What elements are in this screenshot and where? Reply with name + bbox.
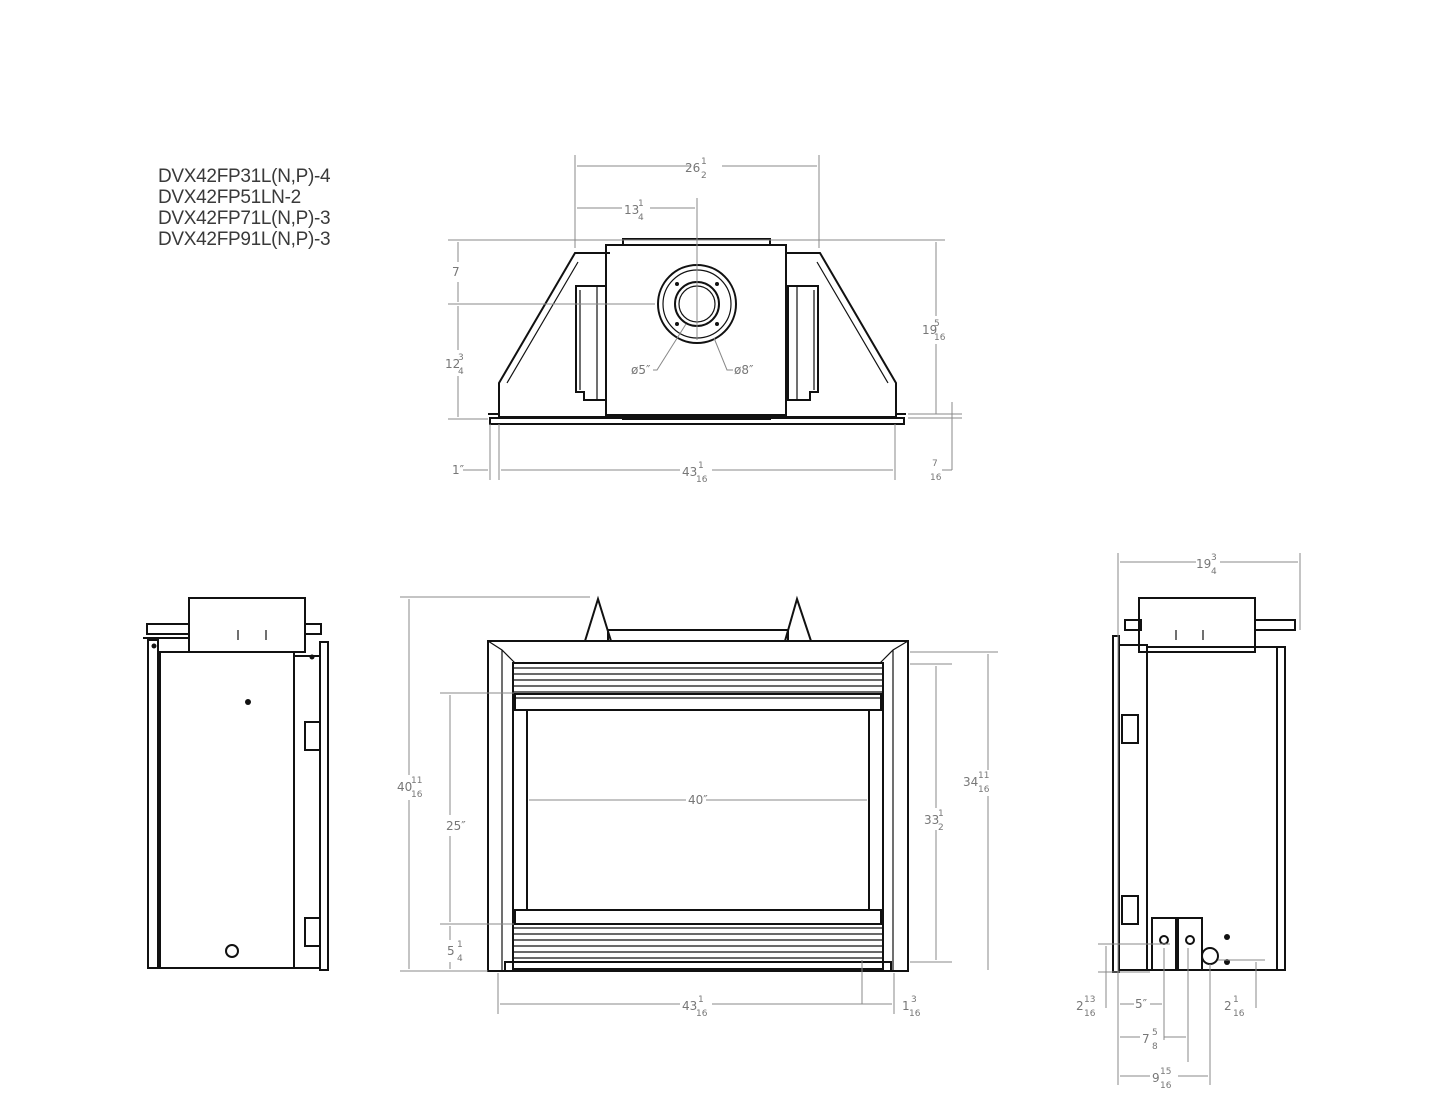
svg-text:1: 1 <box>638 199 644 209</box>
svg-text:1: 1 <box>698 995 704 1005</box>
svg-text:43: 43 <box>682 999 697 1013</box>
svg-text:9: 9 <box>1152 1071 1160 1085</box>
svg-text:26: 26 <box>685 161 700 175</box>
svg-text:1″: 1″ <box>452 463 465 477</box>
svg-text:13: 13 <box>624 203 639 217</box>
model-number: DVX42FP71L(N,P)-3 <box>158 208 331 229</box>
svg-text:ø5″: ø5″ <box>631 363 651 377</box>
svg-text:3: 3 <box>1211 553 1217 563</box>
svg-text:7: 7 <box>452 265 460 279</box>
svg-text:16: 16 <box>1233 1009 1245 1019</box>
svg-text:2: 2 <box>938 823 944 833</box>
svg-text:43: 43 <box>682 465 697 479</box>
svg-text:8: 8 <box>1152 1042 1158 1052</box>
svg-text:40: 40 <box>397 780 412 794</box>
svg-text:5: 5 <box>934 319 940 329</box>
svg-text:1: 1 <box>1233 995 1239 1005</box>
svg-text:33: 33 <box>924 813 939 827</box>
gas-knockout <box>1201 947 1219 965</box>
left-side-view <box>143 597 329 971</box>
model-number: DVX42FP51LN-2 <box>158 187 301 208</box>
svg-text:4: 4 <box>457 954 463 964</box>
svg-text:2: 2 <box>1224 999 1232 1013</box>
svg-text:34: 34 <box>963 775 978 789</box>
svg-text:1: 1 <box>698 461 704 471</box>
svg-text:2: 2 <box>1076 999 1084 1013</box>
svg-text:5: 5 <box>447 944 455 958</box>
svg-text:15: 15 <box>1160 1067 1171 1077</box>
svg-text:16: 16 <box>411 790 423 800</box>
svg-text:11: 11 <box>411 776 422 786</box>
svg-text:16: 16 <box>978 785 990 795</box>
svg-text:25″: 25″ <box>446 819 466 833</box>
svg-text:3: 3 <box>458 353 464 363</box>
svg-text:7: 7 <box>932 459 938 469</box>
svg-text:ø8″: ø8″ <box>734 363 754 377</box>
svg-text:16: 16 <box>930 473 942 483</box>
svg-text:7: 7 <box>1142 1032 1150 1046</box>
svg-text:16: 16 <box>696 475 708 485</box>
svg-text:12: 12 <box>445 357 460 371</box>
svg-text:4: 4 <box>638 213 644 223</box>
svg-text:4: 4 <box>458 367 464 377</box>
svg-text:4: 4 <box>1211 567 1217 577</box>
model-number: DVX42FP91L(N,P)-3 <box>158 229 331 250</box>
front-view: 40 11 16 25″ 5 1 4 40″ 34 11 16 33 1 2 4… <box>397 595 998 1019</box>
svg-text:1: 1 <box>457 940 463 950</box>
svg-text:40″: 40″ <box>688 793 708 807</box>
svg-text:16: 16 <box>1084 1009 1096 1019</box>
svg-text:16: 16 <box>1160 1081 1172 1091</box>
svg-text:1: 1 <box>938 809 944 819</box>
svg-text:19: 19 <box>1196 557 1211 571</box>
svg-text:3: 3 <box>911 995 917 1005</box>
svg-text:5: 5 <box>1152 1028 1158 1038</box>
model-number: DVX42FP31L(N,P)-4 <box>158 166 331 187</box>
svg-text:16: 16 <box>909 1009 921 1019</box>
svg-text:16: 16 <box>934 333 946 343</box>
svg-text:19: 19 <box>922 323 937 337</box>
svg-text:1: 1 <box>701 157 707 167</box>
top-view: 26 1 2 13 1 4 7 12 3 4 19 5 16 ø5″ ø8″ 1… <box>445 155 962 485</box>
svg-text:13: 13 <box>1084 995 1095 1005</box>
model-number-list: DVX42FP31L(N,P)-4 DVX42FP51LN-2 DVX42FP7… <box>158 166 331 250</box>
svg-text:11: 11 <box>978 771 989 781</box>
right-side-view: 19 3 4 2 13 16 2 1 16 5″ 7 5 8 9 15 16 <box>1076 553 1301 1091</box>
svg-text:5″: 5″ <box>1135 997 1148 1011</box>
svg-text:1: 1 <box>902 999 910 1013</box>
svg-text:2: 2 <box>701 171 707 181</box>
svg-text:16: 16 <box>696 1009 708 1019</box>
